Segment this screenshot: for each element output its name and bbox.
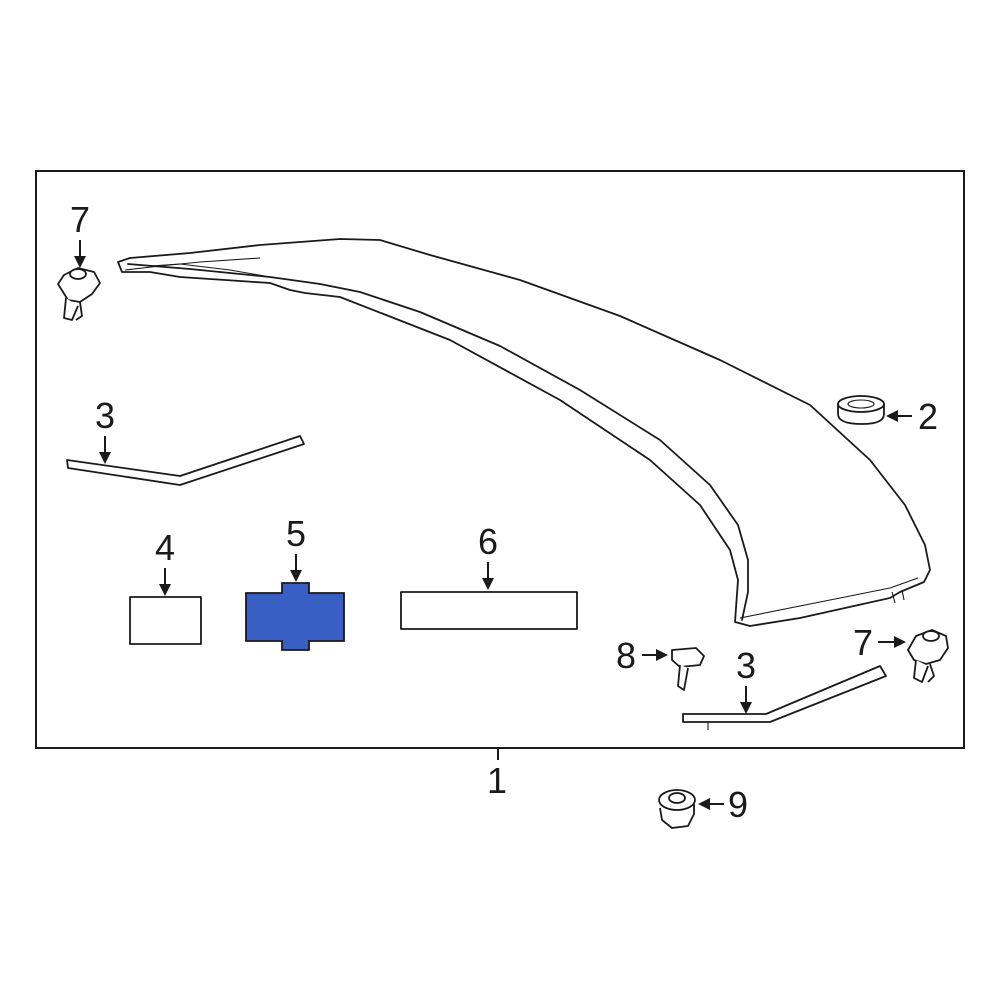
callout-1[interactable]: 1 (487, 760, 507, 801)
callout-3-right[interactable]: 3 (736, 645, 756, 686)
assembly-frame (35, 170, 965, 749)
arrowhead-8 (656, 649, 668, 661)
nut-9[interactable] (658, 789, 696, 829)
arrowhead-4 (159, 584, 171, 596)
arrowhead-9 (698, 798, 710, 810)
callout-6[interactable]: 6 (478, 521, 498, 562)
arrowhead-5 (290, 570, 302, 582)
clip-right[interactable] (907, 629, 949, 683)
arrowhead-7-right (894, 636, 906, 648)
arrowhead-6 (482, 578, 494, 590)
grommet[interactable] (837, 395, 885, 425)
arrowhead-3-left (99, 452, 111, 464)
label-6[interactable] (400, 591, 578, 630)
callout-7-left[interactable]: 7 (70, 199, 90, 240)
callout-5[interactable]: 5 (286, 513, 306, 554)
callout-8[interactable]: 8 (616, 635, 636, 676)
retainer-8[interactable] (671, 647, 705, 691)
seal-strip-right[interactable] (682, 665, 887, 723)
arrowhead-3-right (740, 702, 752, 714)
callout-9[interactable]: 9 (728, 784, 748, 825)
callout-4[interactable]: 4 (155, 527, 175, 568)
clip-left[interactable] (57, 267, 101, 321)
callout-3-left[interactable]: 3 (95, 395, 115, 436)
callout-7-right[interactable]: 7 (853, 622, 873, 663)
arrowhead-2 (886, 410, 898, 422)
arrowhead-7-left (74, 256, 86, 268)
rear-spoiler[interactable] (117, 238, 931, 627)
pad-5-highlighted[interactable] (245, 582, 345, 651)
callout-2[interactable]: 2 (918, 396, 938, 437)
label-4[interactable] (129, 596, 202, 645)
seal-strip-left[interactable] (66, 435, 305, 486)
